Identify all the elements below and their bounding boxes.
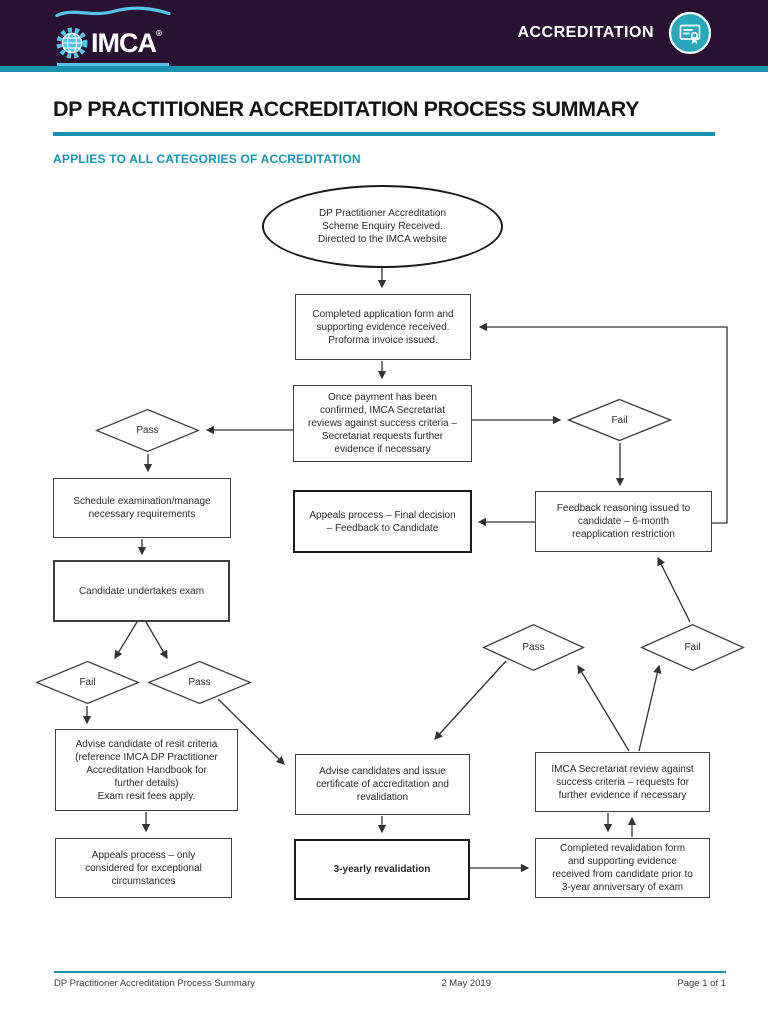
page-title: DP PRACTITIONER ACCREDITATION PROCESS SU… xyxy=(53,97,640,121)
flow-decision-fail-application: Fail xyxy=(567,398,672,442)
flow-decision-pass-application: Pass xyxy=(95,408,200,453)
diamond-shape xyxy=(147,660,252,705)
flow-node-revalidation-form: Completed revalidation form and supporti… xyxy=(535,838,710,898)
decision-pass-label: Pass xyxy=(188,677,211,688)
flow-node-feedback-restriction: Feedback reasoning issued to candidate –… xyxy=(535,491,712,552)
diamond-shape xyxy=(482,623,585,672)
flow-node-appeals-exceptional: Appeals process – only considered for ex… xyxy=(55,838,232,898)
decision-pass-label: Pass xyxy=(522,642,545,653)
flow-node-payment-review-label: Once payment has been confirmed, IMCA Se… xyxy=(308,392,457,455)
flow-node-enquiry-label: DP Practitioner Accreditation Scheme Enq… xyxy=(318,208,447,245)
header-accent-bar xyxy=(0,66,768,72)
diamond-shape xyxy=(567,398,672,442)
flow-node-resit-criteria: Advise candidate of resit criteria (refe… xyxy=(55,729,238,811)
flow-node-appeals-exceptional-label: Appeals process – only considered for ex… xyxy=(85,849,202,887)
flow-node-appeals-final: Appeals process – Final decision – Feedb… xyxy=(293,490,472,553)
flow-node-revalidation-label: 3-yearly revalidation xyxy=(333,864,431,875)
flow-node-feedback-restriction-label: Feedback reasoning issued to candidate –… xyxy=(556,503,691,540)
accreditation-label: ACCREDITATION xyxy=(517,24,654,41)
decision-fail-label: Fail xyxy=(79,677,96,688)
flow-decision-fail-exam: Fail xyxy=(35,660,140,705)
wave-icon xyxy=(55,6,171,18)
flowchart-connectors xyxy=(82,268,728,873)
flow-node-application-label: Completed application form and supportin… xyxy=(312,308,454,346)
header-bar: IMCA® ACCREDITATION xyxy=(0,0,768,66)
flowchart: DP Practitioner Accreditation Scheme Enq… xyxy=(0,175,768,935)
logo-underline xyxy=(57,63,169,66)
flow-node-secretariat-review-label: IMCA Secretariat review against success … xyxy=(551,763,694,801)
certificate-badge-icon xyxy=(668,11,712,55)
flow-node-secretariat-review: IMCA Secretariat review against success … xyxy=(535,752,710,812)
footer-date: 2 May 2019 xyxy=(441,978,492,989)
flow-node-enquiry: DP Practitioner Accreditation Scheme Enq… xyxy=(262,185,503,268)
flow-node-exam: Candidate undertakes exam xyxy=(53,560,230,622)
decision-fail-label: Fail xyxy=(611,414,628,426)
diamond-shape xyxy=(35,660,140,705)
decision-pass-label: Pass xyxy=(136,425,159,436)
flow-node-revalidation-form-label: Completed revalidation form and supporti… xyxy=(552,843,693,893)
footer-page-number: Page 1 of 1 xyxy=(677,978,726,989)
flow-decision-fail-revalidation: Fail xyxy=(640,623,745,672)
imca-logo: IMCA® xyxy=(55,6,171,66)
flow-node-resit-criteria-label: Advise candidate of resit criteria (refe… xyxy=(75,738,218,802)
flow-decision-pass-exam: Pass xyxy=(147,660,252,705)
brand-text: IMCA® xyxy=(91,27,162,58)
diamond-shape xyxy=(95,408,200,453)
flow-node-exam-label: Candidate undertakes exam xyxy=(78,585,205,597)
decision-fail-label: Fail xyxy=(684,642,701,653)
flow-node-application: Completed application form and supportin… xyxy=(295,294,471,360)
page-subtitle: APPLIES TO ALL CATEGORIES OF ACCREDITATI… xyxy=(53,152,361,166)
flow-node-revalidation: 3-yearly revalidation xyxy=(294,839,470,900)
flow-node-schedule-exam: Schedule examination/manage necessary re… xyxy=(53,478,231,538)
flow-node-payment-review: Once payment has been confirmed, IMCA Se… xyxy=(293,385,472,462)
flow-node-advise-certificate: Advise candidates and issue certificate … xyxy=(295,754,470,815)
footer: DP Practitioner Accreditation Process Su… xyxy=(54,971,726,989)
flow-node-appeals-final-label: Appeals process – Final decision – Feedb… xyxy=(309,509,456,534)
flow-decision-pass-revalidation: Pass xyxy=(482,623,585,672)
gear-globe-icon xyxy=(56,27,88,59)
registered-mark: ® xyxy=(156,28,162,38)
brand-label: IMCA xyxy=(91,27,157,58)
diamond-shape xyxy=(640,623,745,672)
footer-doc-title: DP Practitioner Accreditation Process Su… xyxy=(54,978,255,989)
title-divider xyxy=(53,132,715,136)
flow-node-advise-certificate-label: Advise candidates and issue certificate … xyxy=(316,766,449,803)
flow-node-schedule-exam-label: Schedule examination/manage necessary re… xyxy=(73,496,211,520)
